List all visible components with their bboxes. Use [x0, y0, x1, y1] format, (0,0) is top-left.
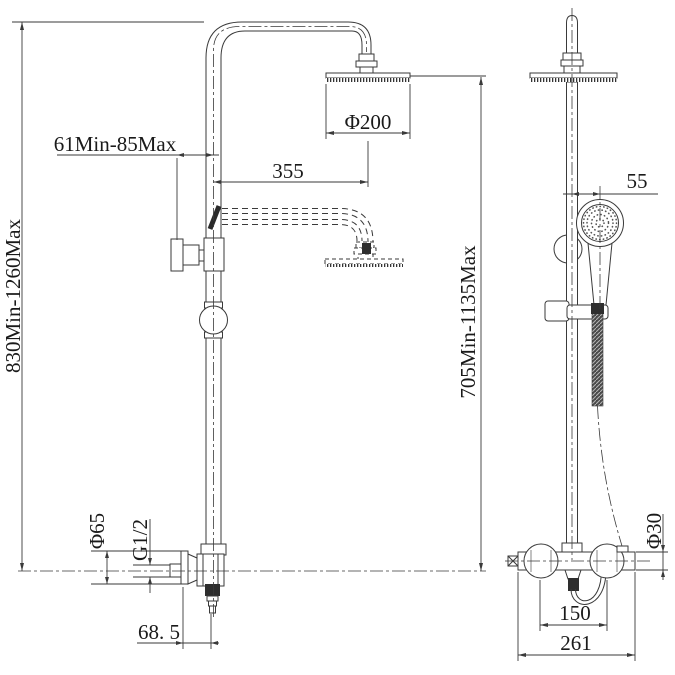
arm-joint-mark	[207, 205, 222, 230]
dim-inlet-thread-group: G1/2	[128, 519, 170, 593]
dim-overall-height: 830Min-1260Max	[1, 219, 25, 373]
dim-valve-width: 261	[560, 631, 592, 655]
dim-inlet-spacing: 150	[559, 601, 591, 625]
outlet-nut-side	[568, 578, 579, 591]
dim-body-diameter-group: Φ30	[636, 513, 668, 580]
dim-arm-reach: 355	[272, 159, 304, 183]
dashed-head-nozzles	[325, 264, 403, 267]
hose-stub	[616, 545, 629, 553]
dim-body-diameter: Φ30	[642, 513, 666, 549]
dim-arm-reach-group: 355	[213, 141, 369, 187]
head-nozzles	[326, 78, 410, 82]
g12-nipple	[169, 563, 182, 578]
riser-pipe-front	[205, 21, 372, 552]
overhead-shower-front	[325, 53, 411, 82]
dim-hand-shower-offset: 55	[627, 169, 648, 193]
overhead-shower-side	[529, 72, 618, 82]
dim-wall-clearance: 61Min-85Max	[54, 132, 177, 156]
dim-flange-diameter: Φ65	[85, 513, 109, 549]
dim-wall-to-outlet: 68. 5	[138, 620, 180, 644]
shower-arm-dashed-position	[207, 205, 404, 267]
dim-wall-clearance-group: 61Min-85Max	[54, 132, 219, 240]
dim-wall-to-outlet-group: 68. 5	[137, 587, 219, 649]
dim-valve-width-group: 261	[517, 572, 636, 661]
centerlines-side	[505, 8, 650, 562]
hand-shower-hose	[591, 312, 623, 547]
dim-inlet-spacing-group: 150	[539, 580, 608, 631]
dim-face-height: 705Min-1135Max	[456, 245, 480, 399]
mixer-bar	[507, 542, 636, 605]
dim-overall-height-group: 830Min-1260Max	[1, 21, 204, 571]
side-view: 55 Φ30 150 261	[505, 8, 668, 661]
dim-inlet-thread: G1/2	[128, 519, 152, 561]
dim-head-diameter-group: Φ200	[325, 84, 411, 139]
mixer-valve-front	[169, 543, 227, 614]
dim-head-diameter: Φ200	[345, 110, 392, 134]
hose-nut	[591, 303, 604, 314]
dim-face-height-group: 705Min-1135Max	[410, 75, 486, 571]
dim-flange-diameter-group: Φ65	[85, 513, 181, 585]
head-nozzles-side	[530, 78, 617, 82]
outlet-nut	[205, 584, 220, 596]
front-view: 830Min-1260Max 61Min-85Max Φ200 355	[1, 21, 486, 649]
wall-bracket	[170, 237, 225, 272]
dim-hand-shower-offset-group: 55	[563, 169, 658, 196]
dashed-connector-mark	[362, 243, 371, 254]
centerlines-front	[18, 26, 486, 617]
